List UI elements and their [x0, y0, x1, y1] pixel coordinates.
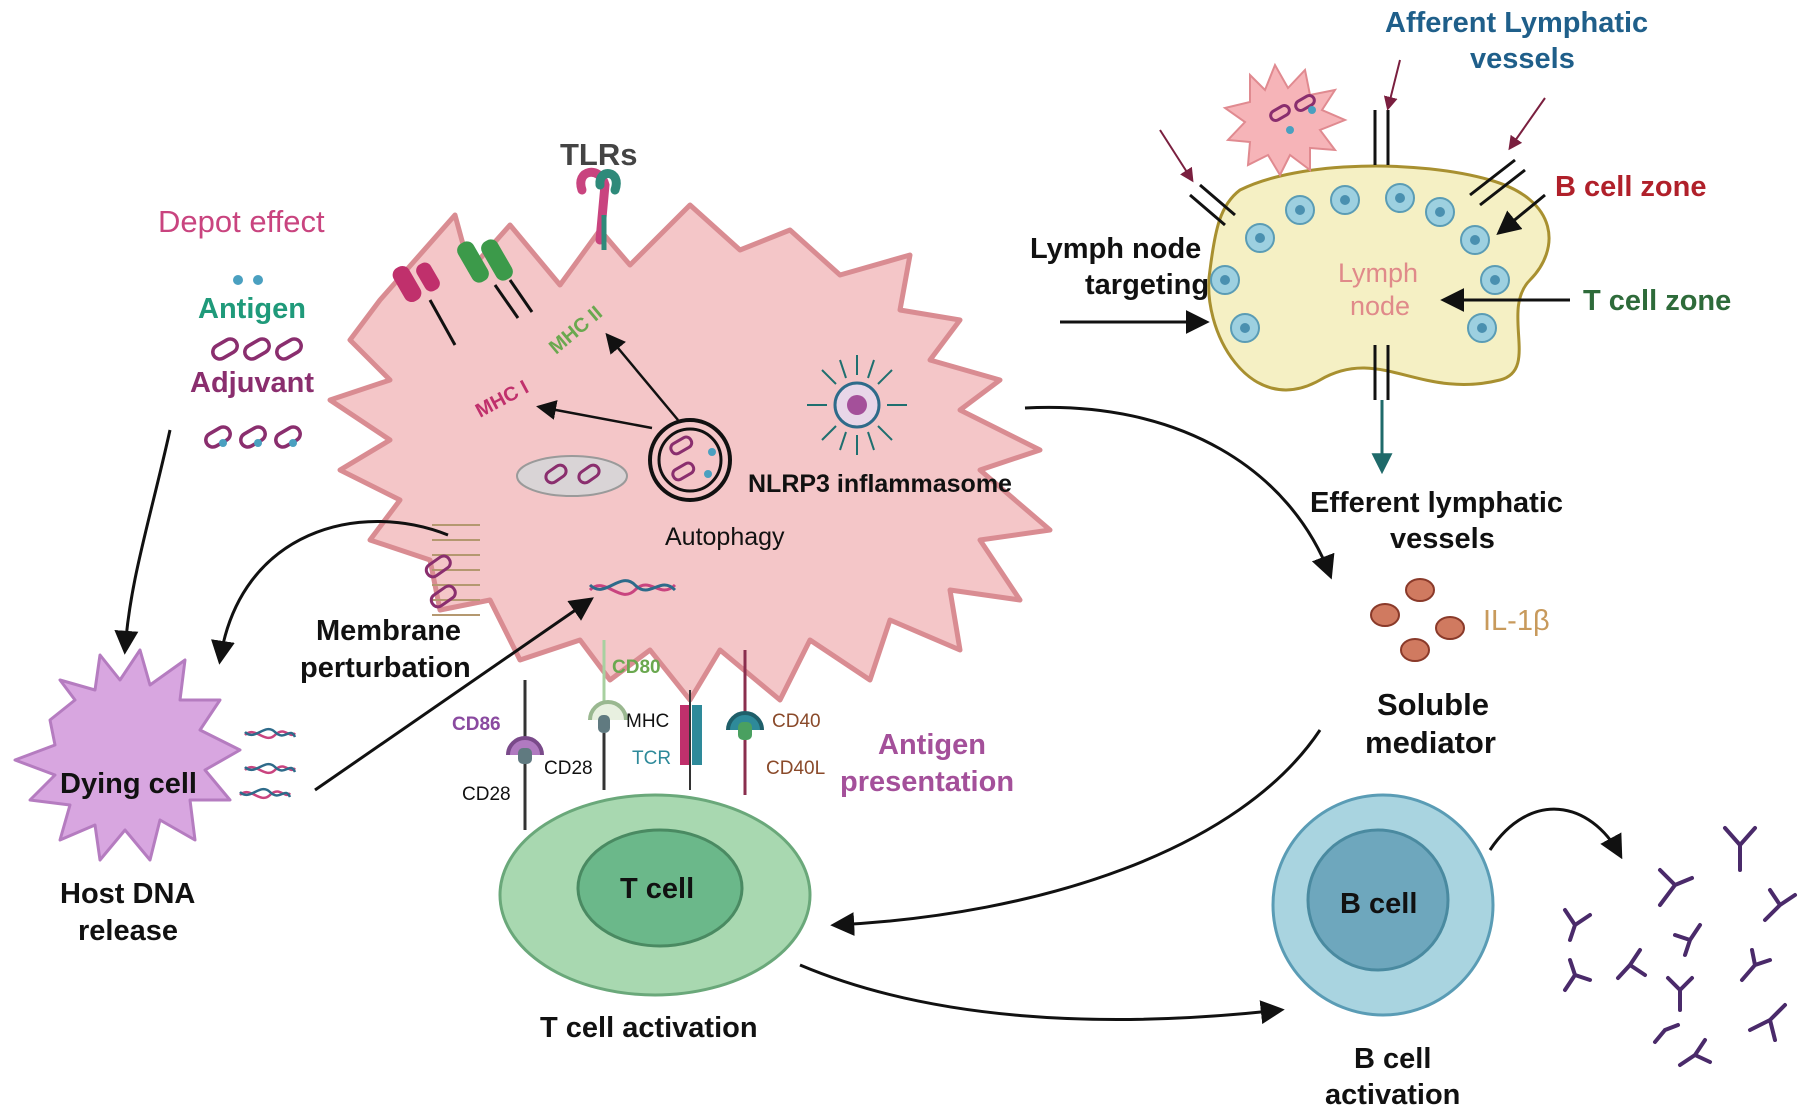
t-cell-zone-label: T cell zone: [1583, 285, 1731, 317]
antibody-icons: [1563, 826, 1797, 1067]
mhc-tcr-complex-icon: [588, 700, 628, 790]
arrow-autophagy-mhc-ii: [605, 332, 679, 421]
tcr-receptor-icon: [680, 690, 702, 790]
tcr-label: TCR: [632, 748, 671, 769]
arrow-soluble-t-cell: [830, 729, 1322, 937]
arrow-dc-il1b: [1024, 405, 1335, 580]
antigen-icon: [233, 275, 263, 285]
efferent-vessels-icon: [1373, 345, 1390, 400]
antigen-bound-icon: [219, 439, 297, 447]
t-cell-label: T cell: [620, 873, 694, 905]
tlr-receptor-icon: [576, 167, 621, 250]
dying-cell-body: [13, 648, 242, 862]
b-cell-label: B cell: [1340, 888, 1417, 920]
lymph-node-targeting-label-1: Lymph node: [1030, 233, 1201, 265]
release-label: release: [78, 915, 178, 947]
afferent-arrows: [1159, 59, 1546, 183]
arrow-dying-cell-dna: [314, 597, 594, 792]
afferent-label-1: Afferent Lymphatic: [1385, 7, 1648, 39]
b-cell-zone-label: B cell zone: [1555, 171, 1707, 203]
b-cell-activation-label-1: B cell: [1354, 1043, 1431, 1075]
cd86-cd28-icon: [506, 680, 544, 830]
tlrs-label: TLRs: [560, 137, 638, 172]
antigen-presentation-label-2: presentation: [840, 766, 1014, 798]
apc-icon: [1222, 62, 1348, 178]
endosome: [516, 455, 628, 497]
mhc-label: MHC: [626, 711, 669, 732]
b-cell-nucleus: [1306, 828, 1450, 972]
mhc-ii-receptor-icon: [457, 239, 534, 319]
autophagosome: [648, 418, 732, 502]
arrow-membrane-dying-cell: [211, 520, 449, 665]
cd40l-label: CD40L: [766, 758, 825, 779]
cd28-label-a: CD28: [544, 758, 593, 779]
perturbation-label: perturbation: [300, 652, 471, 684]
cd86-label: CD86: [452, 714, 501, 735]
host-dna-label: Host DNA: [60, 878, 195, 910]
nlrp3-label: NLRP3 inflammasome: [748, 470, 1012, 498]
membrane-label: Membrane: [316, 615, 461, 647]
arrow-b-cell-antibodies: [1488, 807, 1623, 860]
antigen-label: Antigen: [198, 293, 306, 325]
host-dna-icon: [239, 727, 297, 800]
cd40-label: CD40: [772, 711, 821, 732]
dna-strand-icon: [588, 579, 677, 596]
adjuvant-particles-vesicle: [544, 463, 601, 485]
mhc-i-receptor-icon: [392, 262, 457, 346]
cd80-label: CD80: [612, 657, 661, 678]
t-cell-activation-label: T cell activation: [540, 1012, 758, 1044]
t-cell-nucleus: [576, 828, 744, 948]
dying-cell-label: Dying cell: [60, 768, 197, 800]
cd28-label-b: CD28: [462, 784, 511, 805]
soluble-label: Soluble: [1377, 687, 1489, 722]
adjuvant-label: Adjuvant: [190, 367, 314, 399]
arrow-b-cell-zone: [1496, 193, 1546, 236]
arrow-autophagy-mhc-i: [536, 400, 653, 430]
efferent-label-1: Efferent lymphatic: [1310, 487, 1563, 519]
arrow-depot-dying-cell: [114, 429, 172, 655]
arrow-t-cell-b-cell: [799, 963, 1285, 1025]
il1b-particles-icon: [1370, 578, 1465, 662]
il1b-label: IL-1β: [1483, 605, 1550, 637]
b-cell-activation-label-2: activation: [1325, 1079, 1460, 1109]
nlrp3-inflammasome-icon: [807, 355, 907, 455]
membrane-bilayer-icon: [424, 524, 480, 616]
node-label: node: [1350, 291, 1410, 321]
afferent-label-2: vessels: [1470, 43, 1575, 75]
lymph-label: Lymph: [1338, 258, 1418, 288]
cd40-cd40l-icon: [726, 650, 764, 795]
afferent-vessels-icon: [1189, 110, 1526, 227]
lymph-node-targeting-label-2: targeting: [1085, 269, 1209, 301]
mediator-label: mediator: [1365, 725, 1496, 760]
efferent-label-2: vessels: [1390, 523, 1495, 555]
autophagy-label: Autophagy: [665, 523, 785, 551]
depot-effect-label: Depot effect: [158, 204, 325, 239]
antigen-presentation-label-1: Antigen: [878, 729, 986, 761]
